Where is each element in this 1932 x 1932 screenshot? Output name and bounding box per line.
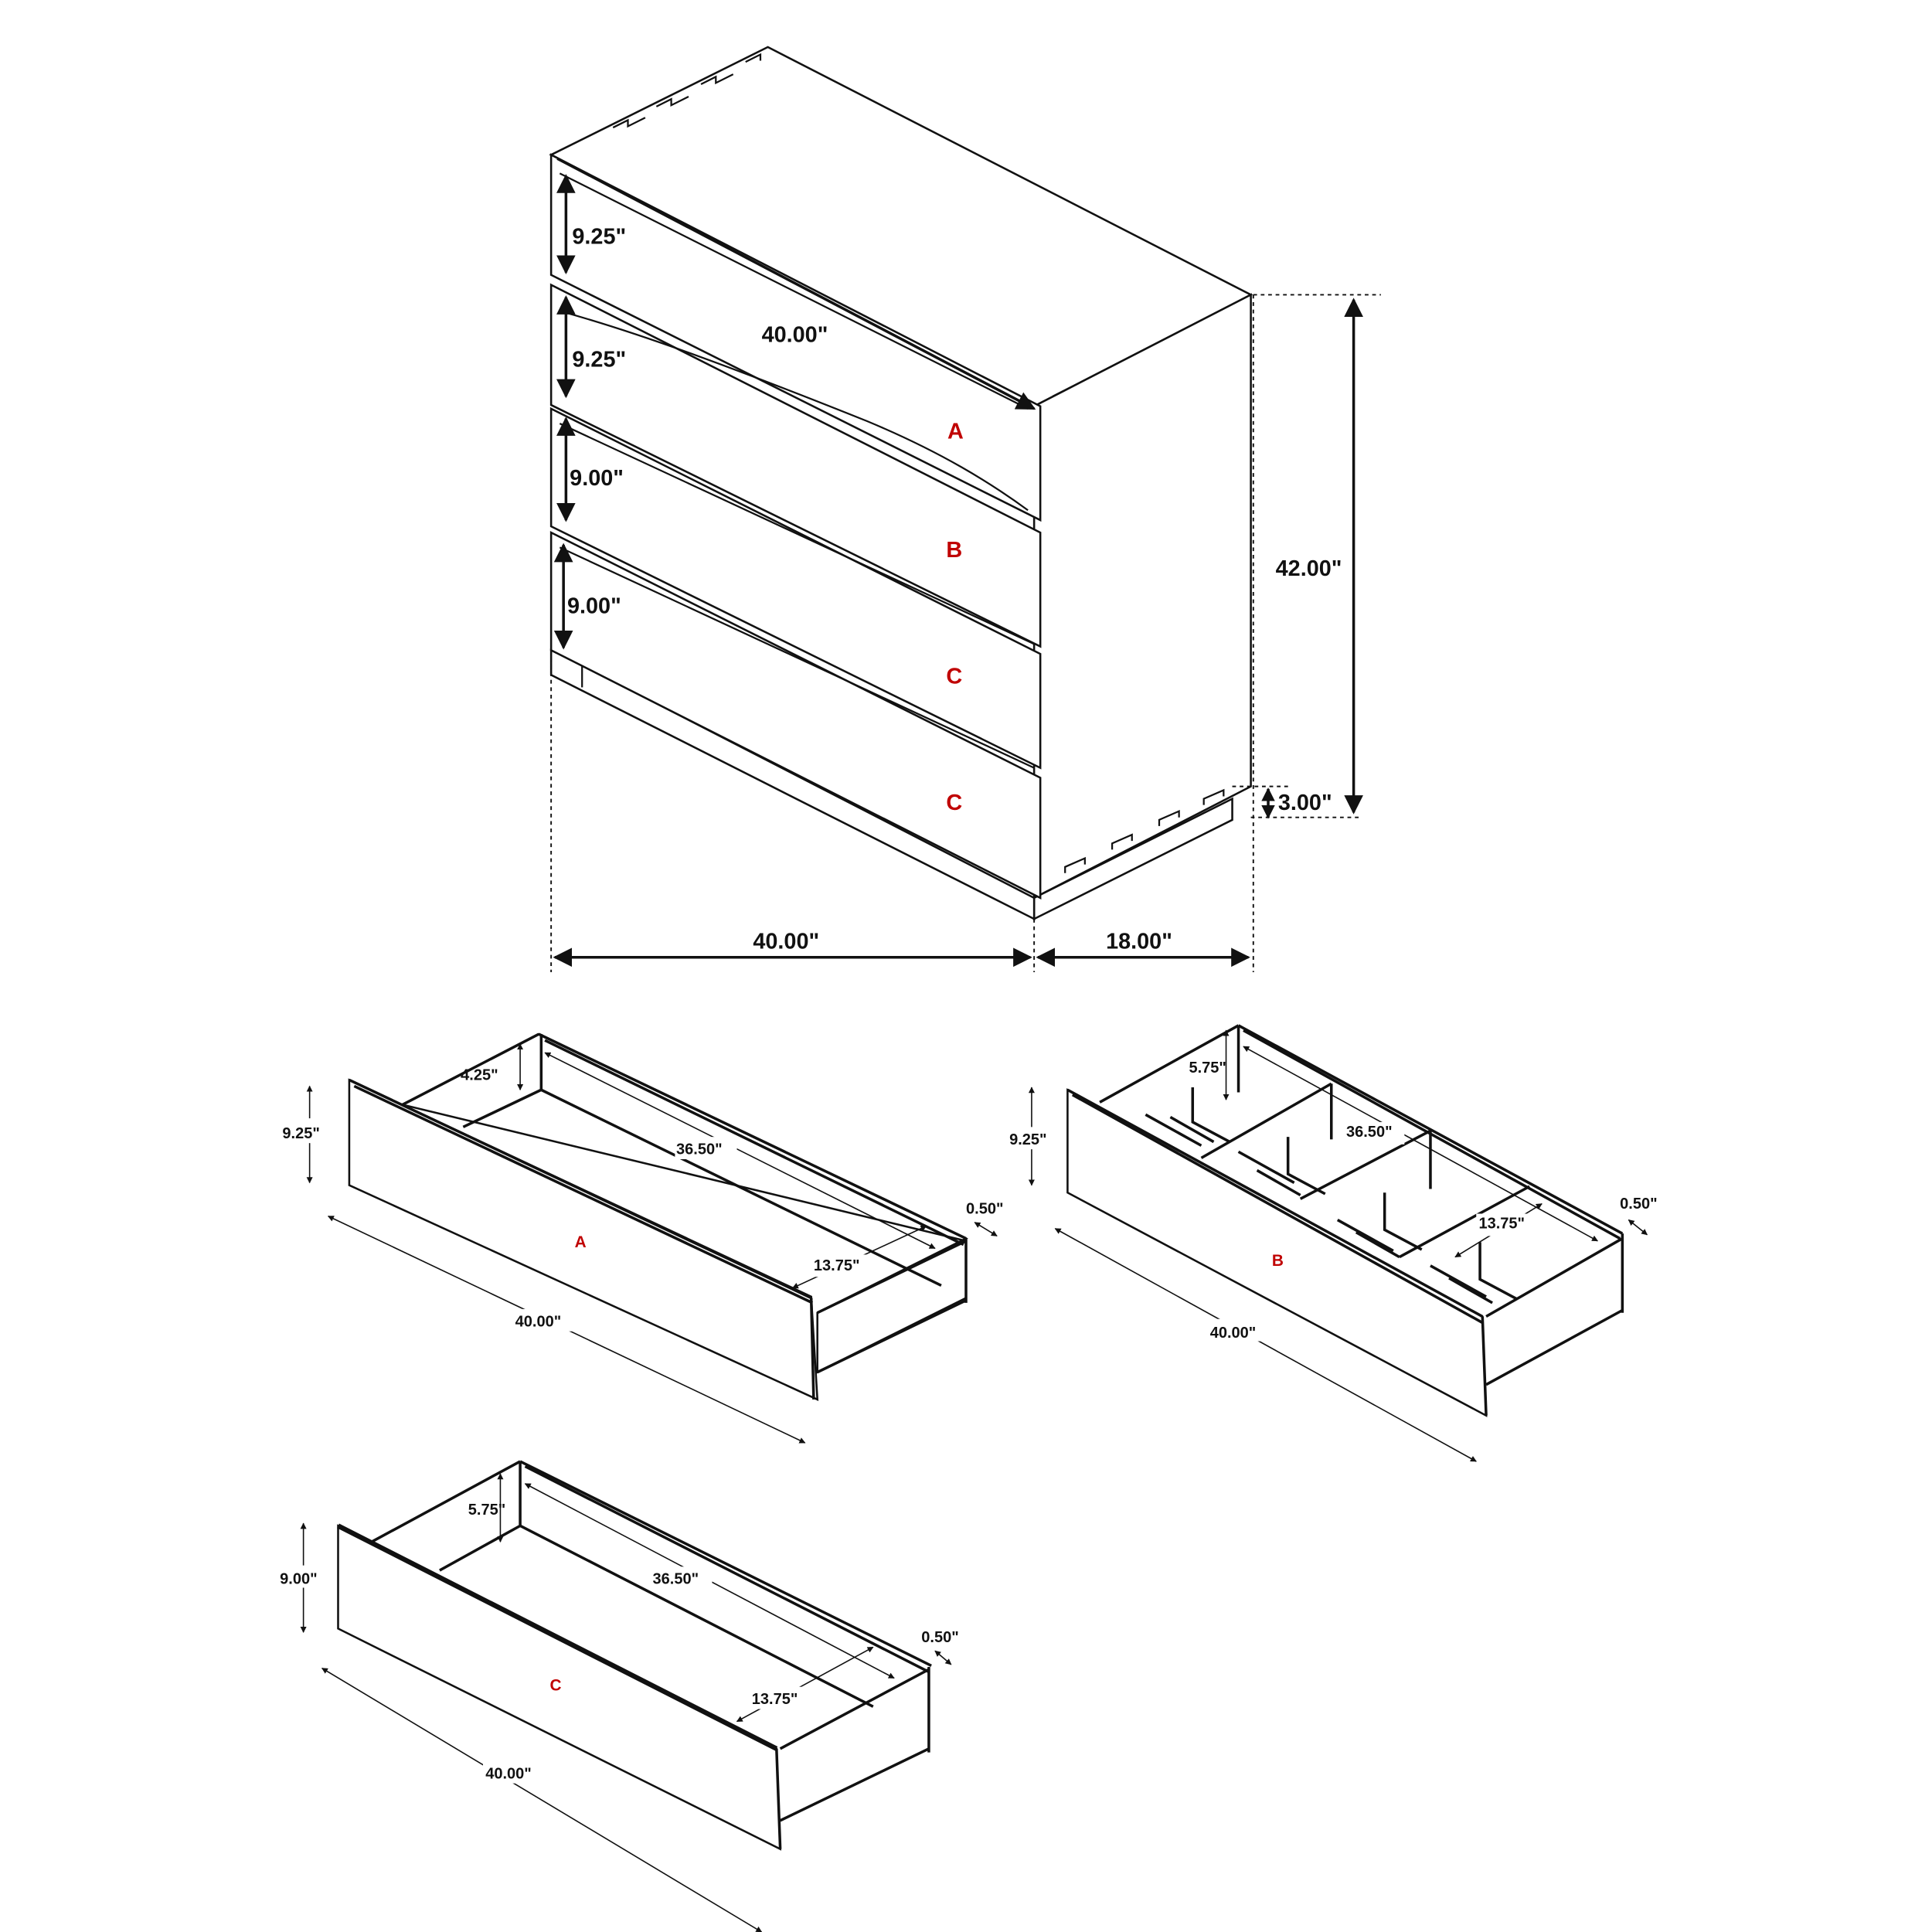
drawer-b-length: 40.00" <box>1210 1325 1257 1342</box>
drawer-b-thickness: 0.50" <box>1620 1196 1657 1213</box>
drawer-label-c2: C <box>946 791 962 815</box>
drawer-label-c1: C <box>946 665 962 689</box>
drawer-c-thickness: 0.50" <box>921 1629 958 1646</box>
drawer-front-1[interactable] <box>549 153 1042 522</box>
drawer-b-height: 9.25" <box>1009 1131 1046 1148</box>
drawer-c-inner-width: 13.75" <box>752 1691 798 1708</box>
drawer-c-inner-length: 36.50" <box>653 1571 699 1588</box>
overall-height-label: 42.00" <box>1276 556 1342 581</box>
dim-arrow <box>556 157 1036 410</box>
drawer-a-length: 40.00" <box>515 1313 562 1330</box>
drawer-a-inner-depth: 4.25" <box>461 1066 498 1083</box>
drawer-c-length: 40.00" <box>485 1765 532 1782</box>
drawer-label-b: B <box>946 538 962 563</box>
drawer-c-height: 9.00" <box>280 1571 317 1588</box>
drawer-a-thickness: 0.50" <box>966 1201 1003 1218</box>
drawer-3-height: 9.00" <box>570 466 624 491</box>
depth-label: 18.00" <box>1106 930 1172 954</box>
drawer-b-label: B <box>1272 1252 1284 1270</box>
drawer-b-inner-width: 13.75" <box>1478 1216 1525 1233</box>
drawer-b-view: 9.25" 5.75" 36.50" 13.75" 0.50" 40.00" B <box>1009 1024 1658 1462</box>
drawer-front-4[interactable] <box>549 531 1042 900</box>
dresser-view: 9.25" 9.25" 9.00" 9.00" 40.00" A B C C 4… <box>549 46 1381 973</box>
drawer-a-inner-length: 36.50" <box>676 1141 723 1158</box>
drawer-4-height: 9.00" <box>567 594 621 618</box>
drawer-1-height: 9.25" <box>572 225 626 250</box>
drawer-c-inner-depth: 5.75" <box>468 1502 505 1519</box>
drawer-a-view: 9.25" 4.25" 36.50" 13.75" 0.50" 40.00" A <box>282 1032 1003 1444</box>
drawer-a-label: A <box>575 1233 587 1251</box>
front-width-label: 40.00" <box>753 930 819 954</box>
drawer-b-inner-depth: 5.75" <box>1189 1060 1226 1077</box>
drawer-b-inner-length: 36.50" <box>1346 1124 1393 1141</box>
drawer-a-height: 9.25" <box>282 1125 319 1142</box>
top-width-label: 40.00" <box>762 322 828 347</box>
drawer-front-3[interactable] <box>549 406 1042 770</box>
drawer-front-2[interactable] <box>549 283 1042 648</box>
drawer-a-inner-width: 13.75" <box>814 1257 860 1274</box>
plinth-joinery <box>1064 788 1225 873</box>
drawer-c-label: C <box>550 1677 562 1695</box>
drawer-label-a: A <box>947 419 964 444</box>
base-height-label: 3.00" <box>1278 791 1332 815</box>
drawer-c-view: 9.00" 5.75" 36.50" 13.75" 0.50" 40.00" C <box>278 1460 959 1932</box>
drawer-2-height: 9.25" <box>572 347 626 372</box>
